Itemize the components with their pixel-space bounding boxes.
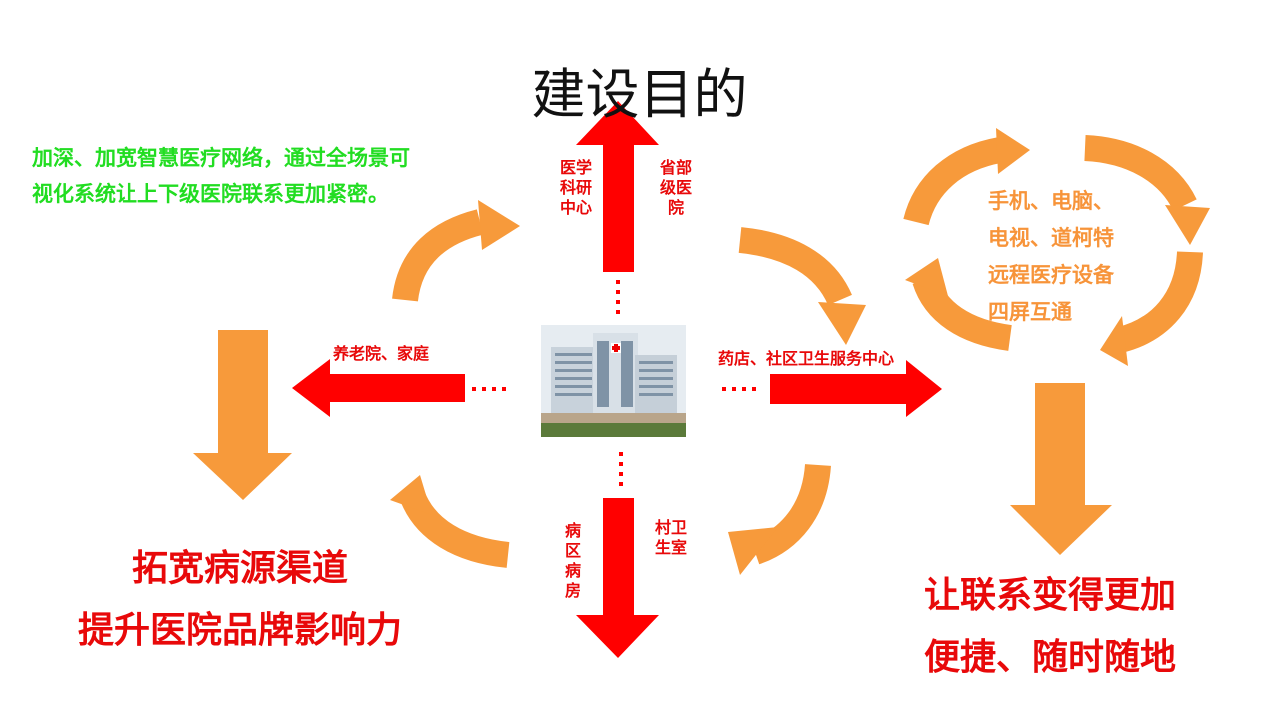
arrow-right <box>770 360 942 417</box>
left-result-line2: 提升医院品牌影响力 <box>77 610 402 651</box>
arrow-up <box>576 101 659 272</box>
hospital-building-image <box>541 325 686 437</box>
label-ward: 病区病房 <box>565 521 582 600</box>
device-text-line4: 四屏互通 <box>988 300 1072 324</box>
device-text-line1: 手机、电脑、 <box>988 189 1114 213</box>
orange-down-arrow-left <box>193 330 292 500</box>
device-cycle-arrows <box>903 135 1203 353</box>
center-cycle-arrowheads <box>390 200 866 575</box>
arrow-down <box>576 498 659 658</box>
label-nursing-home: 养老院、家庭 <box>333 344 430 363</box>
left-result: 拓宽病源渠道 提升医院品牌影响力 <box>20 538 460 662</box>
right-result-line2: 便捷、随时随地 <box>923 637 1176 678</box>
device-text-line3: 远程医疗设备 <box>988 263 1114 287</box>
label-research-center: 医学科研中心 <box>559 158 592 217</box>
left-result-line1: 拓宽病源渠道 <box>131 548 348 589</box>
label-village-clinic: 村卫生室 <box>654 518 687 557</box>
arrow-left <box>292 359 465 417</box>
green-note-line1: 加深、加宽智慧医疗网络，通过全场景可 <box>32 146 410 170</box>
orange-down-arrow-right <box>1010 383 1112 555</box>
device-cycle-arrowheads <box>905 128 1210 366</box>
page-title: 建设目的 <box>531 63 748 126</box>
device-text: 手机、电脑、 电视、道柯特 远程医疗设备 四屏互通 <box>988 183 1114 331</box>
right-result: 让联系变得更加 便捷、随时随地 <box>860 565 1240 689</box>
label-provincial-hospital: 省部级医院 <box>659 158 692 217</box>
device-text-line2: 电视、道柯特 <box>988 226 1114 250</box>
green-note-line2: 视化系统让上下级医院联系更加紧密。 <box>32 182 389 206</box>
dotted-connectors <box>472 280 760 492</box>
label-pharmacy: 药店、社区卫生服务中心 <box>718 349 895 368</box>
right-result-line1: 让联系变得更加 <box>923 575 1176 616</box>
green-note: 加深、加宽智慧医疗网络，通过全场景可 视化系统让上下级医院联系更加紧密。 <box>32 140 492 212</box>
